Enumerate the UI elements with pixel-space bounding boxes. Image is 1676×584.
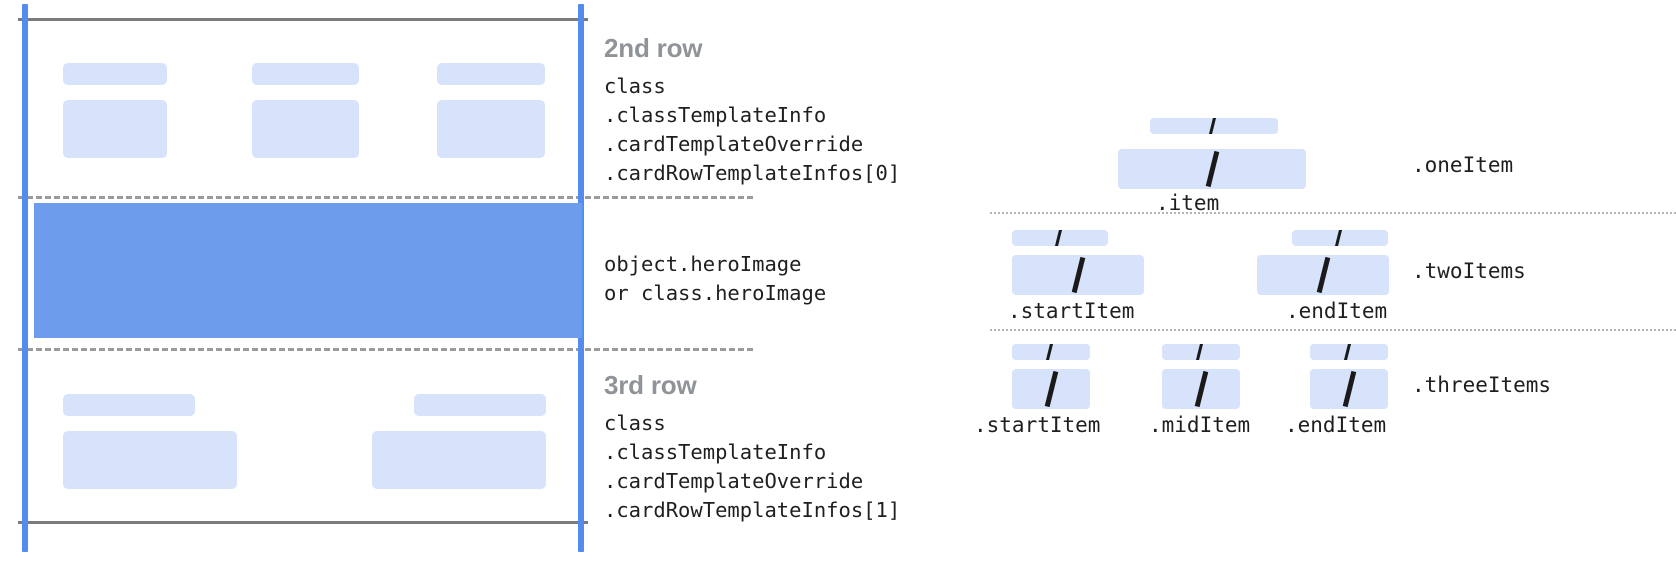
threeitems-mid-label-placeholder	[1162, 344, 1240, 360]
slash-icon	[1343, 344, 1352, 360]
group-label-threeitems: .threeItems	[1412, 373, 1552, 397]
row-item-layouts-diagram: .item .oneItem .startItem .endItem .twoI…	[960, 0, 1676, 584]
twoitems-end-value-placeholder	[1257, 255, 1389, 295]
twoitems-startitem-label: .startItem	[1008, 299, 1135, 323]
row-separator-bottom	[18, 348, 753, 351]
row2-col3-value-placeholder	[437, 100, 545, 158]
hero-image-band	[34, 203, 582, 338]
card-top-border	[18, 18, 588, 21]
row2-col3-label-placeholder	[437, 63, 545, 85]
row3-code: class .classTemplateInfo .cardTemplateOv…	[604, 411, 901, 522]
row2-code: class .classTemplateInfo .cardTemplateOv…	[604, 74, 901, 185]
slash-icon	[1194, 370, 1209, 408]
slash-icon	[1195, 344, 1204, 360]
card-template-diagram	[0, 0, 753, 584]
row3-title: 3rd row	[604, 370, 697, 400]
row2-title: 2nd row	[604, 33, 703, 63]
row-separator-top	[18, 196, 753, 199]
slash-icon	[1205, 150, 1220, 188]
row3-col1-value-placeholder	[63, 431, 237, 489]
slash-icon	[1071, 256, 1086, 294]
threeitems-end-label-placeholder	[1310, 344, 1388, 360]
oneitem-value-placeholder	[1118, 149, 1306, 189]
slash-icon	[1044, 370, 1059, 408]
group-separator-1	[990, 212, 1676, 214]
oneitem-item-label: .item	[1156, 191, 1220, 215]
row3-col2-value-placeholder	[372, 431, 546, 489]
row2-col2-label-placeholder	[252, 63, 359, 85]
row2-col2-value-placeholder	[252, 100, 359, 158]
card-bottom-border	[18, 521, 588, 524]
threeitems-startitem-label: .startItem	[974, 413, 1101, 437]
twoitems-start-label-placeholder	[1012, 230, 1108, 246]
oneitem-label-placeholder	[1150, 118, 1278, 134]
slash-icon	[1208, 118, 1217, 134]
left-guide-line	[22, 4, 28, 552]
slash-icon	[1334, 230, 1343, 246]
threeitems-start-label-placeholder	[1012, 344, 1090, 360]
slash-icon	[1045, 344, 1054, 360]
slash-icon	[1316, 256, 1331, 294]
threeitems-enditem-label: .endItem	[1285, 413, 1387, 437]
twoitems-start-value-placeholder	[1012, 255, 1144, 295]
threeitems-miditem-label: .midItem	[1149, 413, 1251, 437]
group-separator-2	[990, 329, 1676, 331]
group-label-oneitem: .oneItem	[1412, 153, 1514, 177]
threeitems-start-value-placeholder	[1012, 369, 1090, 409]
twoitems-end-label-placeholder	[1292, 230, 1388, 246]
slash-icon	[1054, 230, 1063, 246]
hero-image-code: object.heroImage or class.heroImage	[604, 252, 827, 305]
row3-col1-label-placeholder	[63, 394, 195, 416]
row3-col2-label-placeholder	[414, 394, 546, 416]
slash-icon	[1342, 370, 1357, 408]
row2-col1-value-placeholder	[63, 100, 167, 158]
twoitems-enditem-label: .endItem	[1286, 299, 1388, 323]
group-label-twoitems: .twoItems	[1412, 259, 1526, 283]
threeitems-end-value-placeholder	[1310, 369, 1388, 409]
row2-col1-label-placeholder	[63, 63, 167, 85]
threeitems-mid-value-placeholder	[1162, 369, 1240, 409]
